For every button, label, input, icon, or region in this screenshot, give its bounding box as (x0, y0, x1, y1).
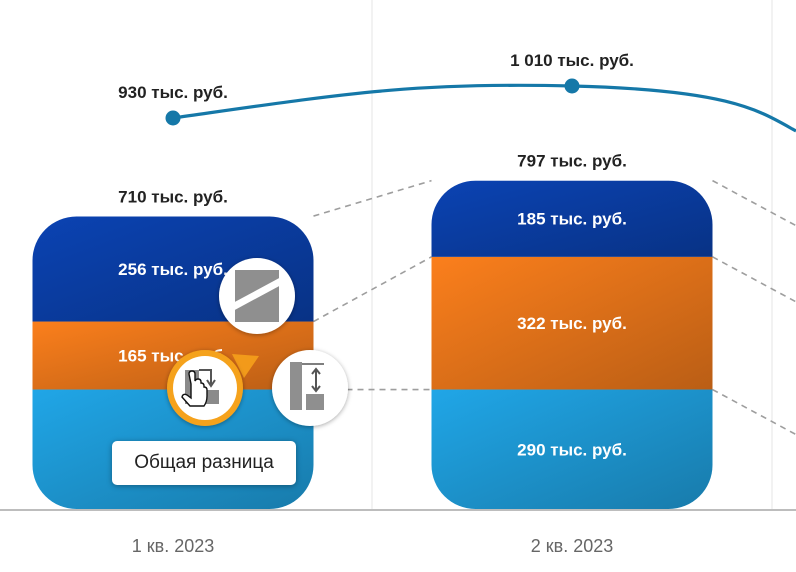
connector-q2-next-3 (712, 179, 796, 227)
data-label-1-2: 185 тыс. руб. (517, 210, 627, 229)
line-label-1: 1 010 тыс. руб. (510, 51, 634, 70)
line-label-0: 930 тыс. руб. (118, 83, 228, 102)
bar-segment-1-2[interactable] (431, 180, 713, 257)
line-point-1[interactable] (564, 78, 580, 94)
tool-button-0[interactable] (167, 350, 243, 426)
bar-segment-1-0[interactable] (431, 389, 713, 509)
data-label-1-0: 290 тыс. руб. (517, 440, 627, 459)
line-point-0[interactable] (165, 110, 181, 126)
bar-group-1 (431, 180, 713, 509)
tool-button-1[interactable] (219, 258, 295, 334)
connector-q1-q2-2 (313, 256, 432, 323)
total-label-0: 710 тыс. руб. (118, 187, 228, 206)
bar-segment-1-1[interactable] (431, 256, 713, 390)
total-label-1: 797 тыс. руб. (517, 152, 627, 171)
connector-q2-next-2 (712, 256, 796, 303)
slash-split-icon (229, 270, 285, 322)
data-label-1-1: 322 тыс. руб. (517, 314, 627, 333)
x-tick-label-1: 2 кв. 2023 (531, 536, 614, 556)
tool-button-2[interactable] (272, 350, 348, 426)
x-tick-label-0: 1 кв. 2023 (132, 536, 215, 556)
tooltip-total-difference: Общая разница (112, 441, 296, 485)
tool-selector-pointer (232, 354, 259, 378)
data-label-0-2: 256 тыс. руб. (118, 260, 228, 279)
connector-q2-next-1 (712, 388, 796, 436)
vertical-gap-icon (290, 362, 324, 410)
stack-difference-icon (181, 369, 219, 407)
line-series (172, 83, 796, 133)
connector-q1-q2-3 (313, 179, 432, 217)
